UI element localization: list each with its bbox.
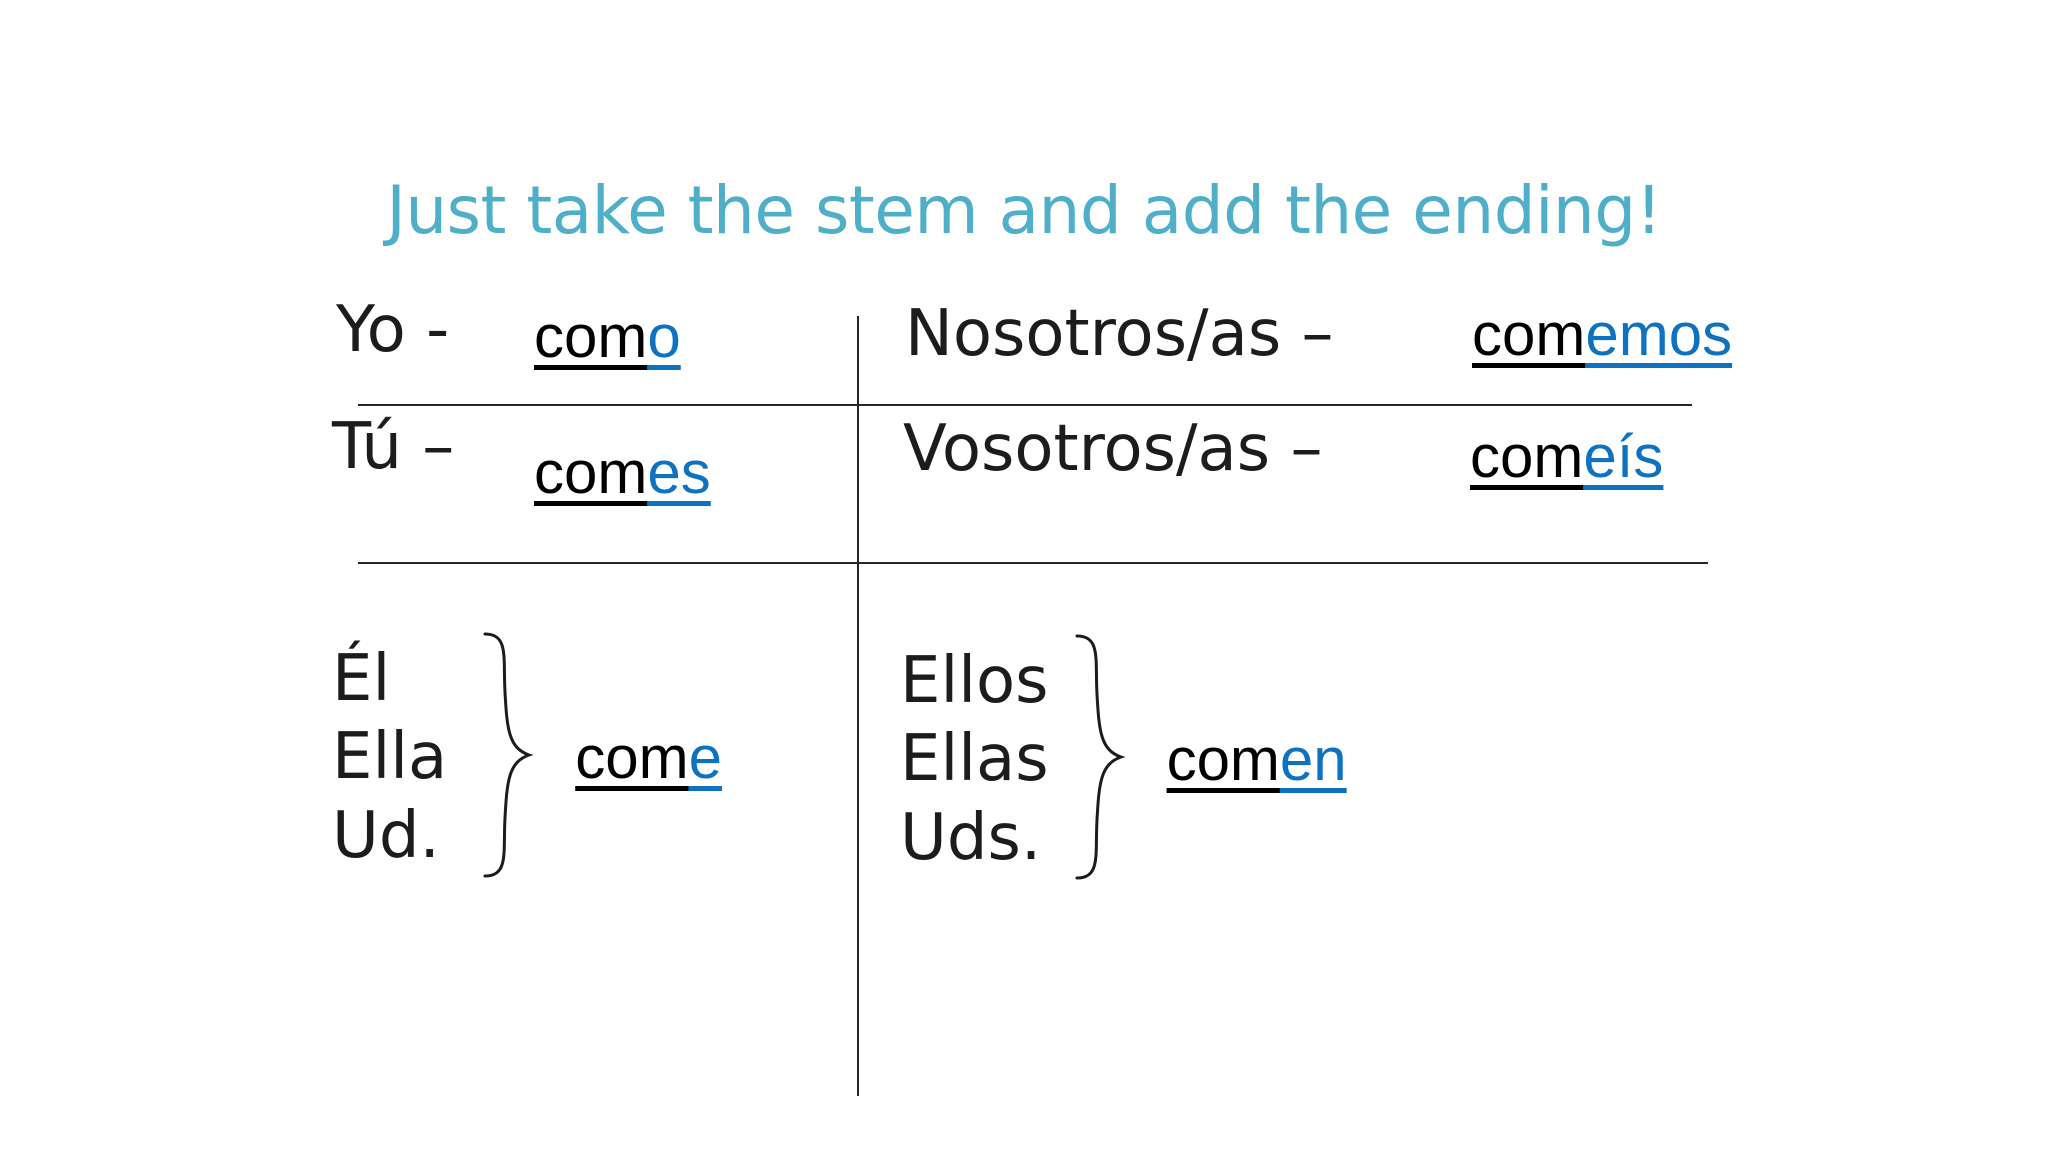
verb-form-yo: como [534,302,681,371]
verb-ending: eís [1583,423,1664,490]
verb-stem: com [534,303,648,370]
pronoun-ella: Ella [332,720,448,795]
pronoun-ud: Ud. [332,798,440,873]
vertical-divider [857,316,859,1096]
horizontal-divider-1 [358,404,1692,406]
verb-ending: o [647,303,681,370]
pronoun-list: Él Ella Ud. [332,640,447,874]
horizontal-divider-2 [358,562,1708,564]
verb-stem: com [1472,301,1586,368]
verb-ending: en [1279,726,1347,793]
verb-stem: com [534,439,648,506]
verb-form-nosotros: comemos [1472,300,1732,369]
verb-ending: emos [1585,301,1733,368]
verb-stem: com [575,724,689,791]
pronoun-vosotros: Vosotros/as – [903,412,1323,486]
verb-form-vosotros: comeís [1470,422,1663,491]
pronoun-yo: Yo - [336,293,450,367]
right-curly-brace-icon [1071,632,1127,887]
right-curly-brace-icon [479,630,535,885]
verb-ending: e [688,724,722,791]
verb-stem: com [1166,726,1280,793]
verb-form-ellos-ellas-uds: comen [1167,725,1347,794]
verb-form-el-ella-ud: come [575,723,722,792]
verb-form-tu: comes [534,438,711,507]
pronoun-nosotros: Nosotros/as – [905,297,1334,371]
verb-stem: com [1470,423,1584,490]
pronoun-ellas: Ellas [900,722,1049,797]
page-title: Just take the stem and add the ending! [386,172,1662,249]
pronoun-group-third-singular: Él Ella Ud. come [332,630,722,885]
pronoun-list: Ellos Ellas Uds. [900,642,1049,876]
verb-ending: es [647,439,711,506]
pronoun-uds: Uds. [900,800,1042,875]
pronoun-ellos: Ellos [900,644,1049,719]
pronoun-group-third-plural: Ellos Ellas Uds. comen [900,632,1347,887]
pronoun-tu: Tú – [332,410,455,484]
pronoun-el: Él [332,642,391,717]
